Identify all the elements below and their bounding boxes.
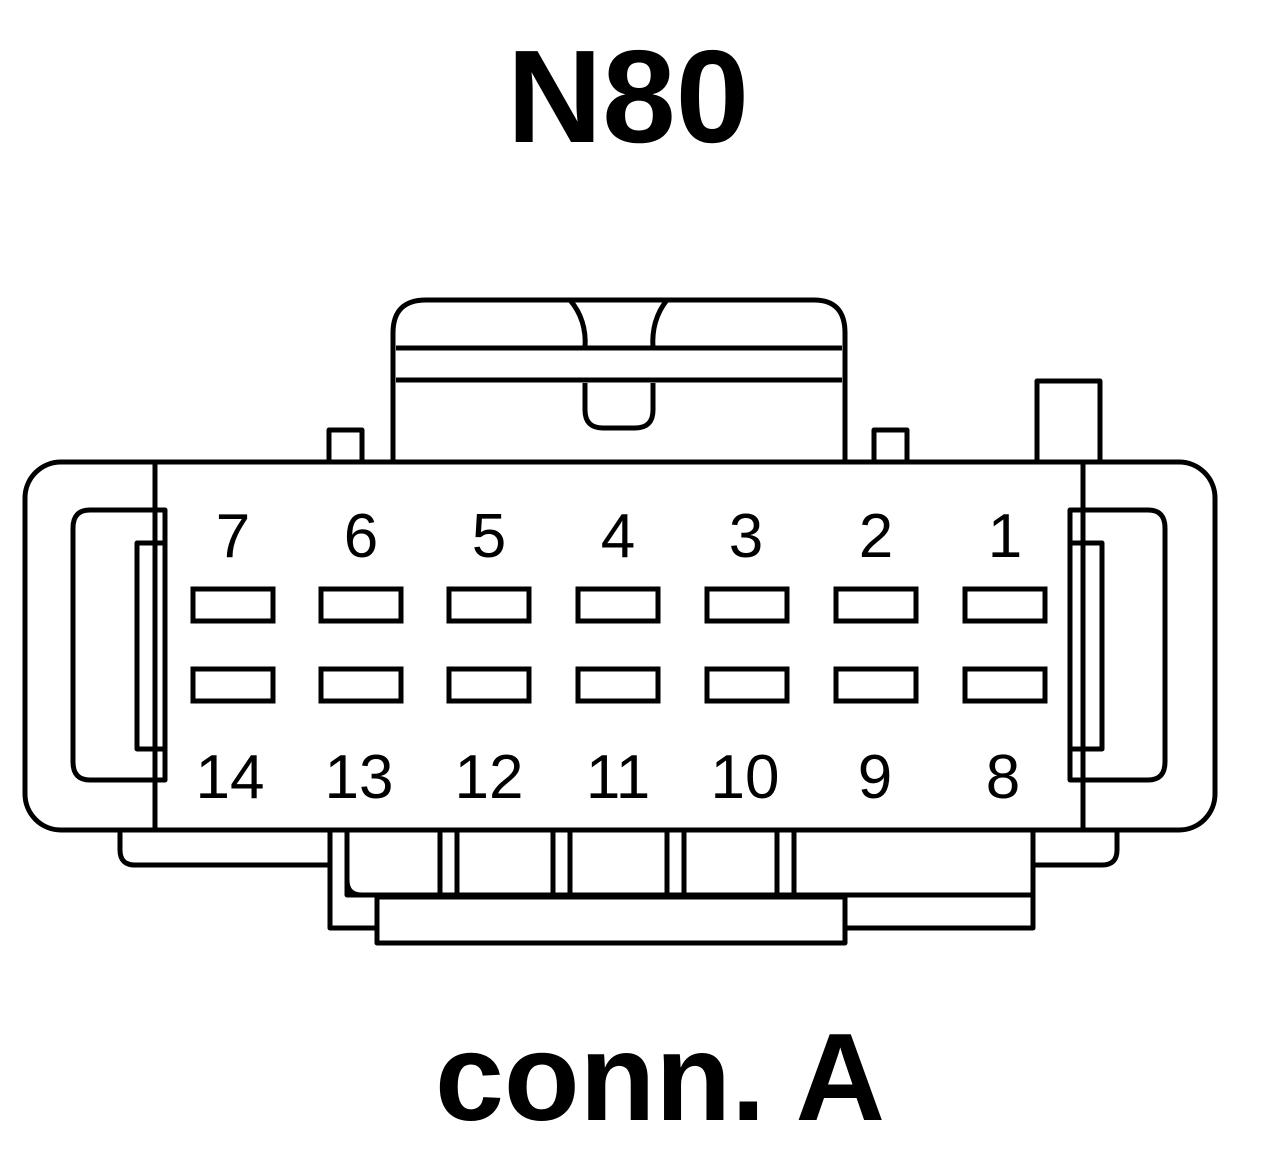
pin-cavity — [446, 586, 532, 624]
pin-number-label: 6 — [344, 502, 378, 571]
pin-cavity — [833, 666, 919, 704]
pin-number-label: 9 — [858, 743, 892, 812]
pin-cavity — [318, 666, 404, 704]
pin-number-label: 11 — [586, 743, 650, 812]
pin-cavity — [704, 586, 790, 624]
pin-cavity — [575, 586, 661, 624]
pin-cavity — [962, 666, 1048, 704]
pin-cavity — [575, 666, 661, 704]
pin-cavity — [190, 586, 276, 624]
pin-number-label: 1 — [988, 502, 1022, 571]
pin-number-label: 4 — [601, 502, 635, 571]
pin-number-label: 8 — [986, 743, 1020, 812]
connector-housing — [22, 297, 1218, 946]
pin-number-label: 2 — [859, 502, 893, 571]
pin-cavity — [318, 586, 404, 624]
pin-cavity — [962, 586, 1048, 624]
pin-number-label: 3 — [729, 502, 763, 571]
connector-subtitle: conn. A — [435, 1009, 885, 1147]
pin-cavity — [446, 666, 532, 704]
pin-cavities — [190, 586, 1048, 704]
pin-cavity — [833, 586, 919, 624]
connector-title: N80 — [507, 23, 749, 170]
pin-number-label: 13 — [325, 743, 394, 812]
pin-number-labels: 7 6 5 4 3 2 1 14 13 12 11 10 9 8 — [196, 502, 1023, 812]
pin-cavity — [190, 666, 276, 704]
pin-cavity — [704, 666, 790, 704]
pin-number-label: 10 — [711, 743, 780, 812]
pin-number-label: 7 — [216, 502, 250, 571]
pin-number-label: 14 — [196, 743, 265, 812]
pin-number-label: 12 — [455, 743, 524, 812]
pin-number-label: 5 — [472, 502, 506, 571]
